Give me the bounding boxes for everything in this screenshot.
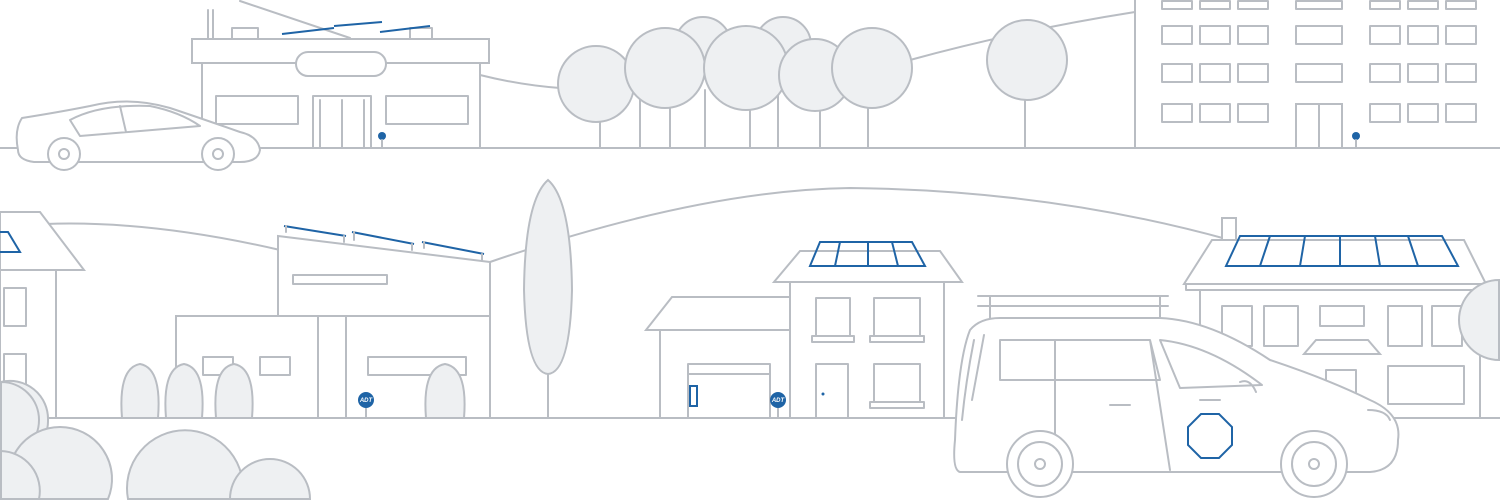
adt-sign-text: ADT [359,398,374,404]
adt-sign: ADT [770,392,786,419]
adt-van [953,295,1400,498]
store-building [191,9,490,149]
bushes [0,379,312,500]
modern-house: ADT [120,225,491,419]
bottom-row: ADT ADT [0,178,1500,500]
office-building [1134,0,1477,149]
tree-grove [557,16,1068,149]
adt-sign-text: ADT [771,398,786,404]
adt-sign: ADT [358,392,374,419]
center-house: ADT [643,241,964,419]
top-row [0,0,1500,171]
sedan-car [15,100,262,171]
cypress-tree [522,178,574,419]
